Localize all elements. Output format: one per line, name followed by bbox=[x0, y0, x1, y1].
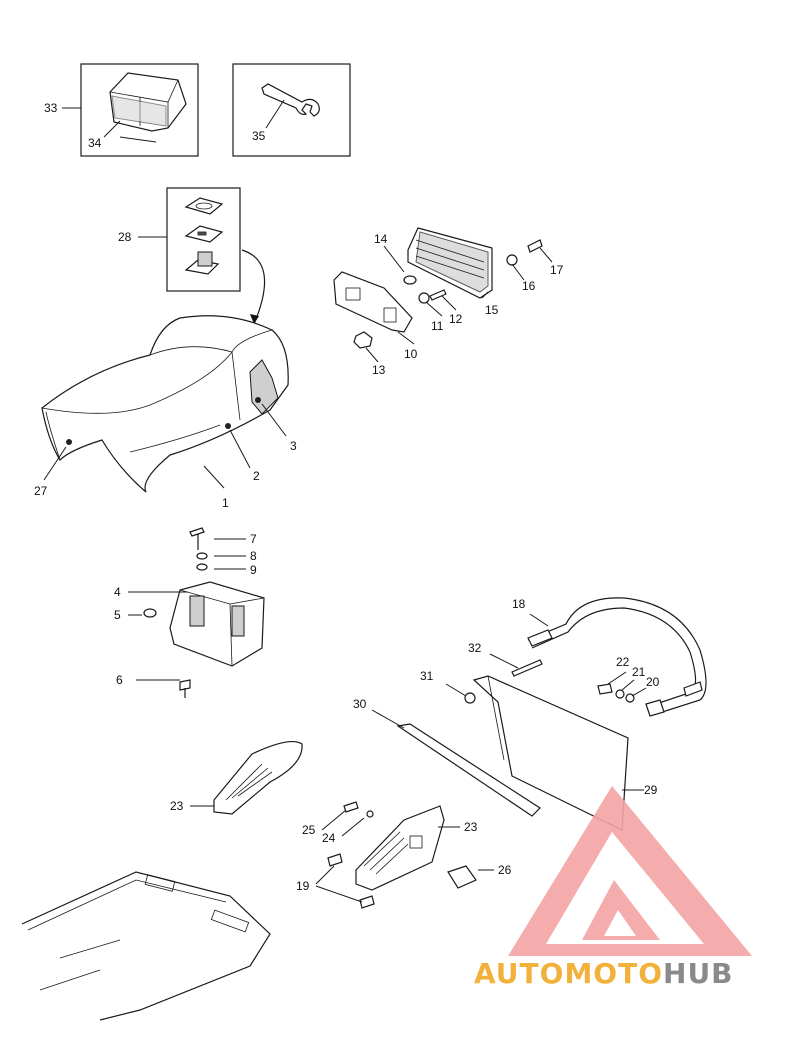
callout-14: 14 bbox=[374, 232, 388, 246]
callout-33: 33 bbox=[44, 101, 58, 115]
callout-17: 17 bbox=[550, 263, 564, 277]
callout-18: 18 bbox=[512, 597, 526, 611]
side-cover-assembly bbox=[190, 741, 494, 909]
callout-21: 21 bbox=[632, 665, 646, 679]
callout-34: 34 bbox=[88, 136, 102, 150]
callout-25: 25 bbox=[302, 823, 316, 837]
callout-16: 16 bbox=[522, 279, 536, 293]
tail-light-assembly bbox=[333, 227, 553, 363]
callout-10: 10 bbox=[404, 347, 418, 361]
seat-assembly bbox=[41, 315, 289, 493]
watermark-text: AUTOMOTOHUB bbox=[474, 957, 794, 991]
callout-11: 11 bbox=[431, 319, 444, 333]
callout-13: 13 bbox=[372, 363, 386, 377]
latch-box bbox=[138, 187, 266, 325]
callout-31: 31 bbox=[420, 669, 434, 683]
callout-30: 30 bbox=[353, 697, 367, 711]
callout-32: 32 bbox=[468, 641, 482, 655]
watermark-part-a: AUTOMOTO bbox=[474, 957, 664, 990]
wrench-box bbox=[232, 63, 351, 157]
callout-12: 12 bbox=[449, 312, 463, 326]
watermark-logo-icon bbox=[508, 786, 752, 956]
callout-27: 27 bbox=[34, 484, 48, 498]
seat-cover-box bbox=[62, 63, 199, 157]
callout-35: 35 bbox=[252, 129, 266, 143]
callout-22: 22 bbox=[616, 655, 630, 669]
callout-2: 2 bbox=[253, 469, 260, 483]
callout-28: 28 bbox=[118, 230, 132, 244]
callout-20: 20 bbox=[646, 675, 660, 689]
callout-4: 4 bbox=[114, 585, 121, 599]
callout-6: 6 bbox=[116, 673, 123, 687]
callout-23-left: 23 bbox=[170, 799, 184, 813]
callout-19: 19 bbox=[296, 879, 310, 893]
console-assembly bbox=[128, 527, 265, 698]
callout-9: 9 bbox=[250, 563, 257, 577]
callout-5: 5 bbox=[114, 608, 121, 622]
watermark-part-b: HUB bbox=[663, 957, 734, 990]
callout-23-right: 23 bbox=[464, 820, 478, 834]
body-panel bbox=[21, 871, 271, 1021]
callout-7: 7 bbox=[250, 532, 257, 546]
callout-24: 24 bbox=[322, 831, 336, 845]
callout-8: 8 bbox=[250, 549, 257, 563]
callout-29: 29 bbox=[644, 783, 658, 797]
callout-26: 26 bbox=[498, 863, 512, 877]
callout-1: 1 bbox=[222, 496, 229, 510]
callout-3: 3 bbox=[290, 439, 297, 453]
callout-15: 15 bbox=[485, 303, 499, 317]
